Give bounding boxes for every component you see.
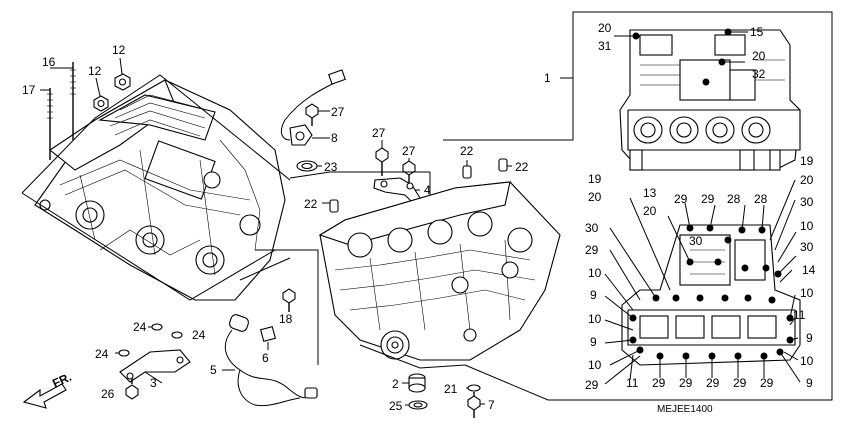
callout-29: 29	[701, 192, 715, 206]
callout-21: 21	[444, 382, 458, 396]
callout-23: 23	[324, 160, 338, 174]
bolt-18	[282, 288, 296, 312]
callout-3: 3	[150, 376, 157, 390]
callout-20: 20	[643, 204, 657, 218]
callout-8: 8	[331, 131, 338, 145]
callout-11: 11	[626, 376, 639, 390]
leader-lines-right	[604, 179, 801, 385]
callout-22: 22	[460, 144, 474, 158]
callout-24: 24	[95, 347, 109, 361]
callout-29: 29	[652, 376, 666, 390]
callout-30: 30	[800, 195, 814, 209]
callout-17: 17	[22, 83, 36, 97]
callout-28: 28	[754, 192, 768, 206]
callout-16: 16	[42, 55, 56, 69]
callout-4: 4	[424, 183, 431, 197]
callout-20: 20	[588, 190, 602, 204]
switch-7	[467, 392, 481, 418]
callout-29: 29	[706, 376, 720, 390]
callout-20: 20	[752, 49, 766, 63]
callout-20: 20	[800, 173, 814, 187]
callout-32: 32	[752, 67, 766, 81]
bolt-27	[305, 103, 319, 126]
callout-30: 30	[800, 240, 814, 254]
callout-29: 29	[585, 378, 599, 392]
callout-12: 12	[88, 64, 102, 78]
bolt-24	[118, 323, 183, 357]
callout-29: 29	[585, 243, 599, 257]
bolt-27	[375, 147, 389, 176]
callout-19: 19	[588, 172, 602, 186]
stud-bolt-16	[70, 62, 76, 140]
callout-labels: 1 2 3 4 5 6 7 8 9 9 9 9 10 10 10 10 10 1…	[22, 21, 816, 413]
callout-10: 10	[800, 219, 814, 233]
callout-30: 30	[585, 221, 599, 235]
callout-29: 29	[674, 192, 688, 206]
crankcase-assembly-bottom	[621, 224, 801, 366]
callout-29: 29	[760, 376, 774, 390]
callout-27: 27	[331, 105, 345, 119]
callout-19: 19	[800, 154, 814, 168]
callout-22: 22	[304, 197, 318, 211]
callout-6: 6	[262, 351, 269, 365]
callout-30: 30	[689, 234, 703, 248]
callout-9: 9	[590, 335, 597, 349]
callout-12: 12	[112, 43, 126, 57]
callout-9: 9	[590, 288, 597, 302]
callout-14: 14	[802, 263, 816, 277]
callout-25: 25	[389, 399, 403, 413]
callout-2: 2	[392, 377, 399, 391]
callout-29: 29	[679, 376, 693, 390]
callout-10: 10	[588, 266, 602, 280]
callout-31: 31	[598, 39, 612, 53]
callout-24: 24	[133, 320, 147, 334]
assembly-bracket-frame	[443, 11, 833, 401]
callout-1: 1	[544, 71, 551, 85]
plug-2	[408, 373, 426, 393]
stud-bolt-17	[47, 88, 53, 160]
callout-5: 5	[210, 363, 217, 377]
callout-10: 10	[588, 358, 602, 372]
callout-9: 9	[806, 331, 813, 345]
callout-18: 18	[279, 312, 293, 326]
callout-27: 27	[372, 126, 386, 140]
callout-28: 28	[727, 192, 741, 206]
callout-29: 29	[733, 376, 747, 390]
callout-7: 7	[488, 398, 495, 412]
callout-10: 10	[588, 312, 602, 326]
upper-crankcase	[34, 79, 286, 301]
callout-13: 13	[643, 186, 657, 200]
front-direction-arrow-icon	[22, 383, 67, 409]
crankcase-assembly-top	[619, 28, 801, 171]
callout-20: 20	[598, 21, 612, 35]
sensor-6	[224, 314, 318, 407]
washer-25	[408, 400, 428, 410]
lower-crankcase	[318, 181, 561, 361]
bolt-26	[125, 378, 139, 400]
callout-11: 11	[793, 308, 806, 322]
nut-12	[93, 73, 131, 112]
callout-26: 26	[101, 387, 115, 401]
callout-15: 15	[750, 25, 764, 39]
washer-21	[467, 384, 481, 392]
callout-10: 10	[800, 286, 814, 300]
callout-24: 24	[192, 328, 206, 342]
front-direction-label: FR.	[50, 370, 73, 391]
callout-10: 10	[800, 354, 814, 368]
callout-27: 27	[402, 144, 416, 158]
diagram-code: MEJEE1400	[657, 404, 713, 415]
sensor-8	[280, 69, 346, 146]
callout-22: 22	[515, 160, 529, 174]
callout-9: 9	[806, 376, 813, 390]
oring-23	[296, 160, 318, 172]
